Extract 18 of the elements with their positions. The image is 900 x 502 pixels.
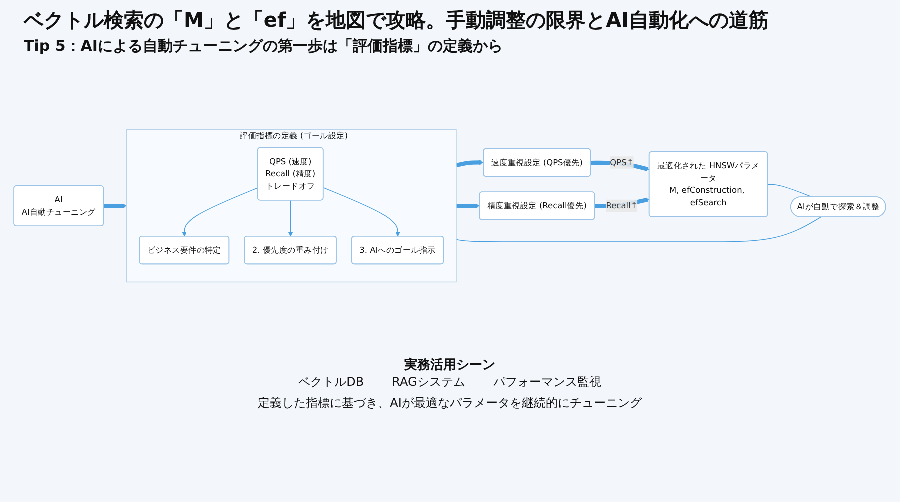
edge-label: QPS↑	[610, 158, 634, 168]
use-case-label: パフォーマンス監視	[493, 374, 602, 391]
arrow	[456, 204, 480, 208]
arrow	[456, 160, 484, 168]
arrow	[323, 187, 400, 237]
edge-label: Recall↑	[606, 200, 638, 211]
subtitle: Tip 5：AIによる自動チューニングの第一歩は「評価指標」の定義から	[24, 37, 503, 56]
arrow	[182, 188, 258, 237]
connector	[768, 184, 813, 198]
section-heading: 実務活用シーン	[404, 356, 496, 374]
arrow	[103, 204, 127, 208]
arrow	[590, 160, 650, 172]
caption: 定義した指標に基づき、AIが最適なパラメータを継続的にチューニング	[257, 395, 644, 412]
use-case-label: RAGシステム	[392, 374, 466, 391]
connector	[456, 216, 822, 242]
use-case-label: ベクトルDB	[298, 374, 364, 391]
title: ベクトル検索の「M」と「ef」を地図で攻略。手動調整の限界とAI自動化への道筋	[24, 8, 770, 33]
arrow	[288, 200, 294, 237]
